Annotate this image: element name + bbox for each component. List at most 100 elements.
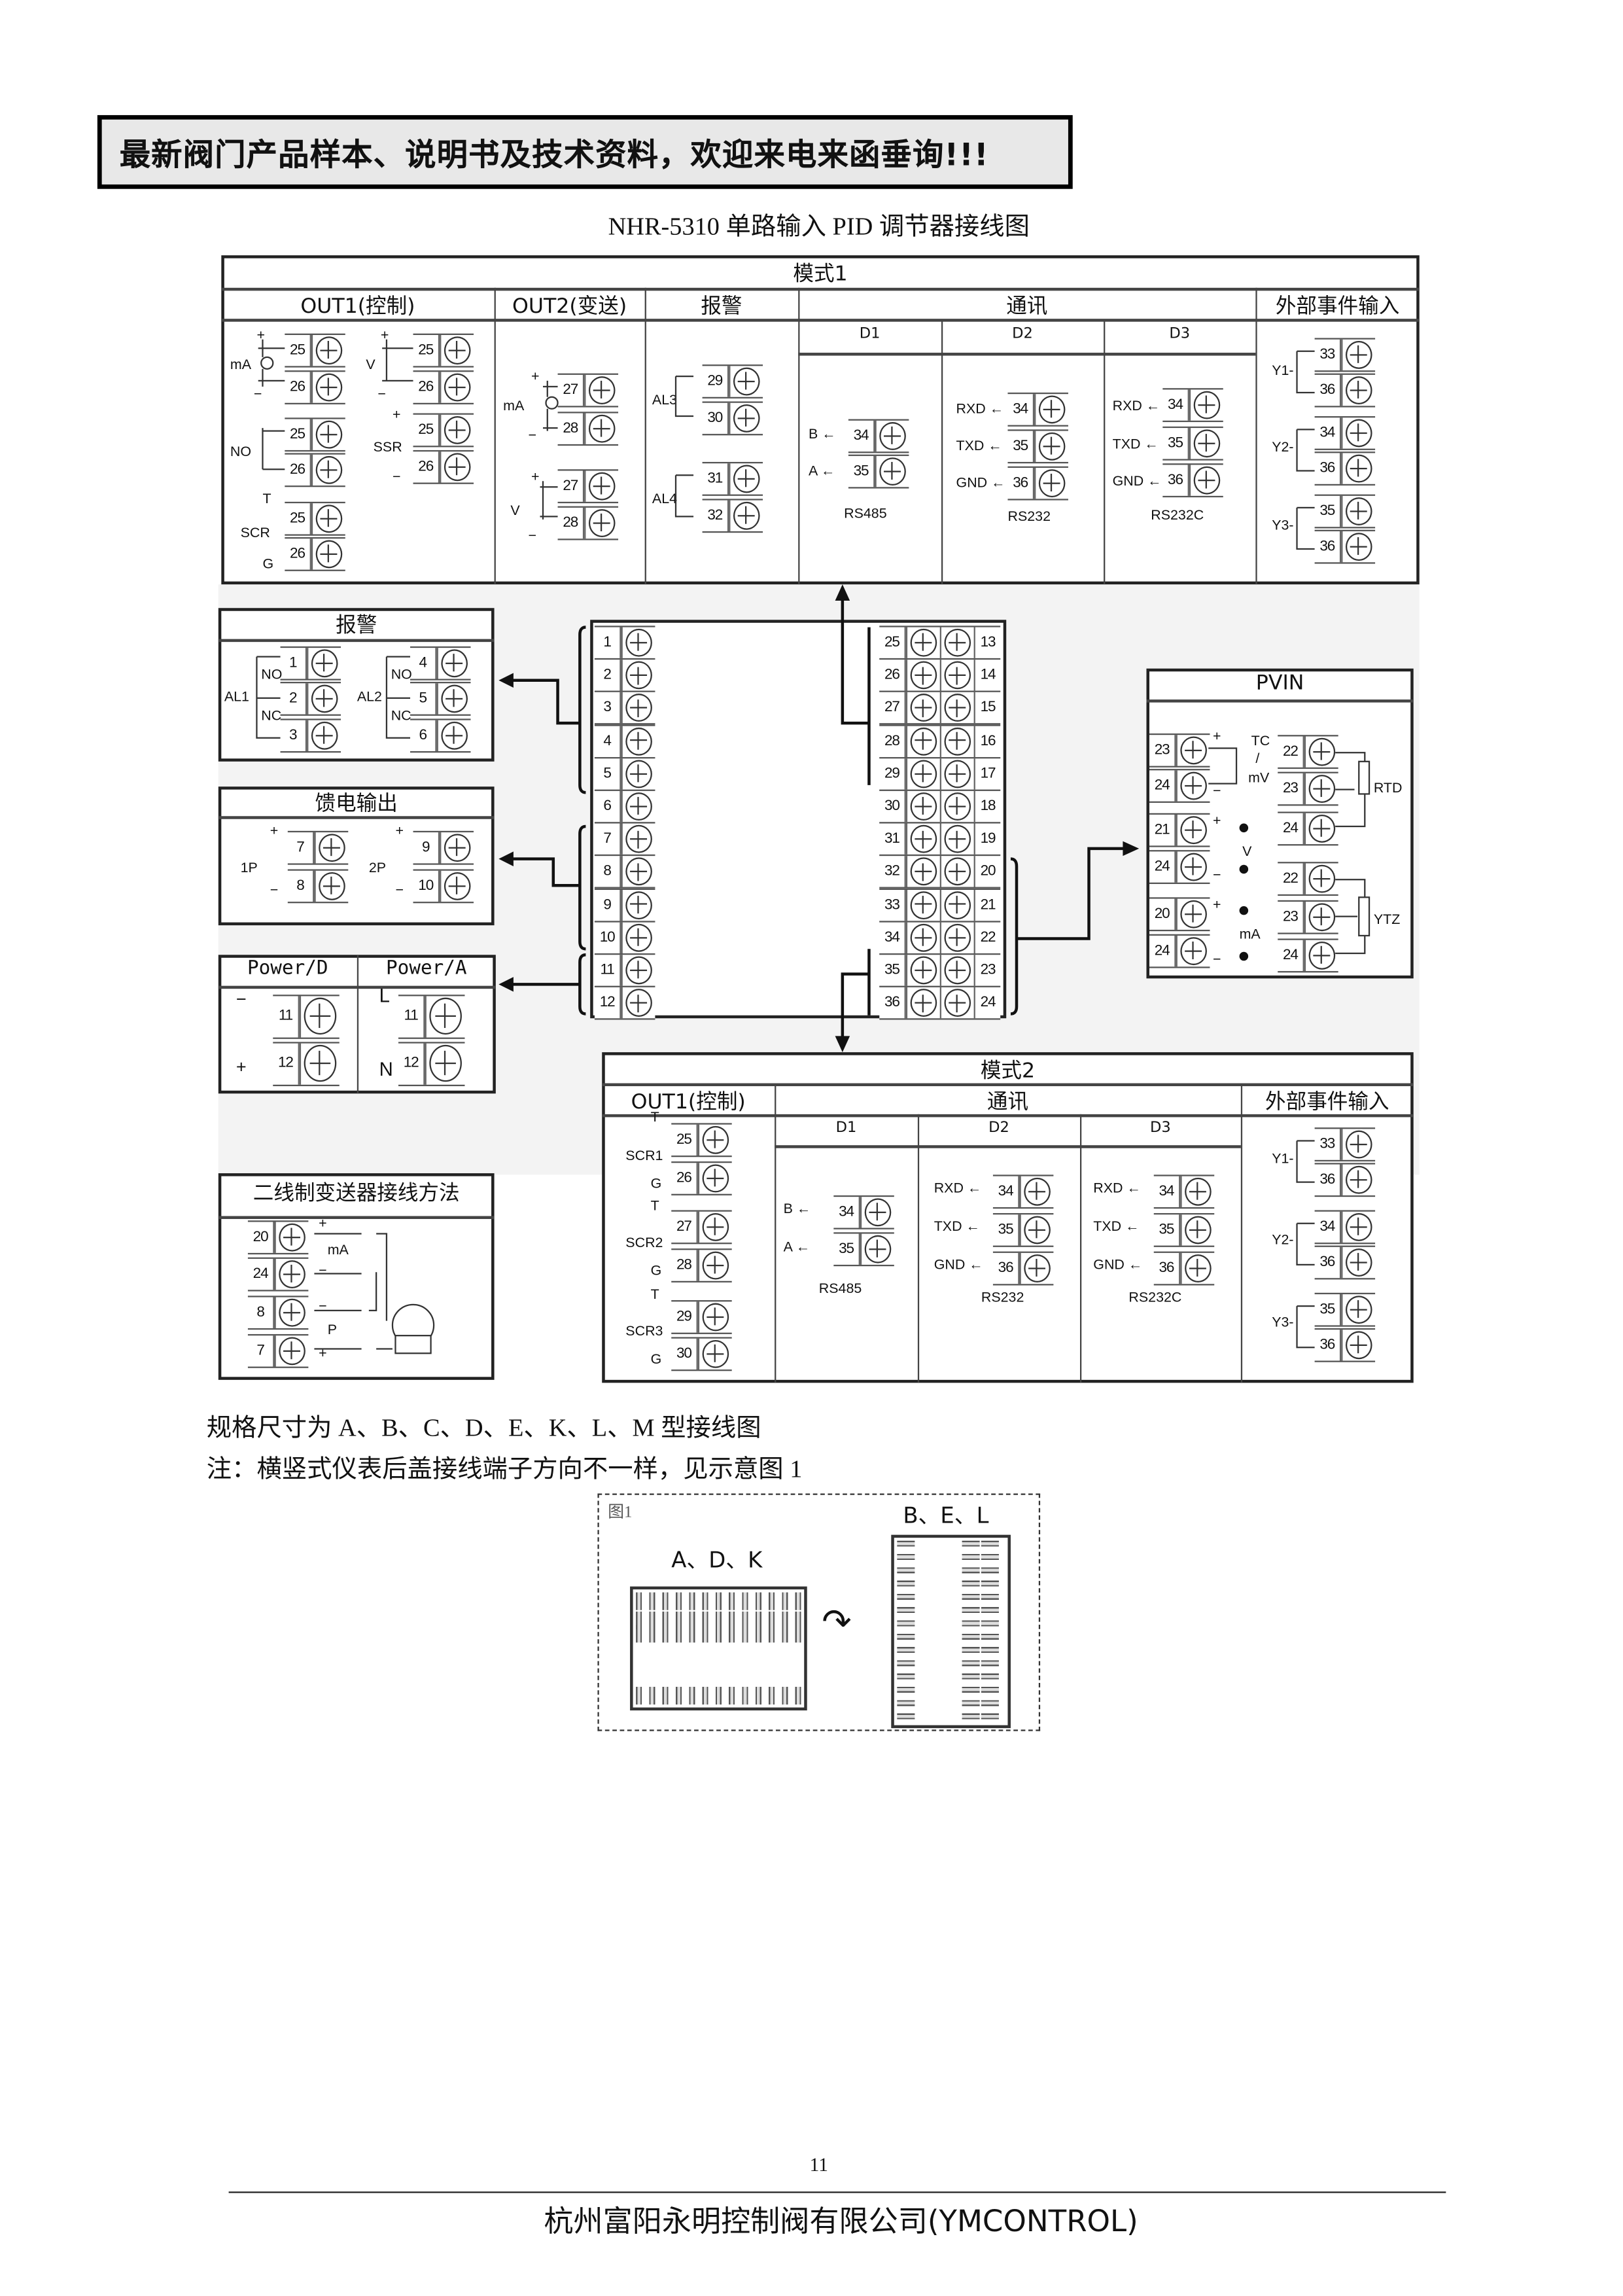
screw-icon — [875, 455, 909, 487]
terminal-number: 25 — [413, 414, 440, 446]
wiring-label: + — [270, 823, 279, 840]
screw-icon — [1304, 902, 1338, 933]
terminal-row — [636, 1592, 801, 1610]
terminal-number: 36 — [1315, 1164, 1342, 1195]
wiring-label: − — [528, 428, 536, 444]
figure1 — [597, 1493, 1041, 1731]
diagram-title: NHR-5310 单路输入 PID 调节器接线图 — [608, 212, 1030, 241]
wiring-label: NC — [261, 708, 282, 725]
wiring-label: N — [379, 1058, 393, 1080]
wiring-label: RS232C — [1128, 1290, 1182, 1307]
screw-icon — [1304, 863, 1338, 894]
terminal-number: 26 — [285, 454, 311, 486]
terminal-number: 10 — [595, 922, 621, 953]
terminal: 36 — [1007, 466, 1068, 501]
banner: 最新阀门产品样本、说明书及技术资料，欢迎来电来函垂询!!! — [97, 115, 1073, 189]
screw-icon — [1189, 465, 1223, 496]
wiring-label: + — [1212, 897, 1221, 914]
terminal: 1 — [280, 646, 341, 680]
terminal: 36 — [1314, 1163, 1376, 1197]
wiring-label: NO — [391, 667, 412, 684]
screw-icon — [729, 500, 763, 531]
terminal-number: 29 — [671, 1301, 698, 1333]
screw-icon — [939, 823, 974, 855]
terminal: 8 — [247, 1296, 309, 1330]
terminal-number: 36 — [1315, 531, 1342, 563]
screw-icon — [440, 870, 474, 902]
banner-text: 最新阀门产品样本、说明书及技术资料，欢迎来电来函垂询!!! — [119, 137, 989, 173]
terminal-number: 8 — [595, 857, 621, 888]
screw-icon — [1189, 428, 1223, 459]
screw-icon — [939, 987, 974, 1019]
screw-icon — [274, 1258, 309, 1290]
divider — [1146, 699, 1414, 703]
divider — [941, 320, 943, 585]
terminal: 25 — [413, 413, 474, 448]
terminal: 1 — [594, 626, 655, 660]
terminal: 26 — [413, 370, 474, 404]
terminal: 25 — [285, 417, 345, 452]
terminal-number: 33 — [879, 889, 906, 921]
terminal: 36 — [1314, 373, 1376, 408]
footer-rule — [228, 2191, 1446, 2193]
terminal: 7 — [594, 822, 655, 857]
screw-icon — [584, 374, 618, 406]
screw-icon — [436, 720, 471, 752]
wiring-label: RS232C — [1151, 507, 1204, 524]
wiring-label: − — [236, 989, 247, 1010]
screw-icon — [1341, 1246, 1375, 1279]
terminal: 24 — [1278, 938, 1338, 973]
screw-icon — [436, 683, 471, 715]
terminal: 23 — [1278, 900, 1338, 934]
terminal-number: 26 — [413, 372, 440, 403]
wiring-label: − — [528, 528, 536, 545]
terminal-number: 34 — [1007, 394, 1035, 425]
terminal: 8 — [594, 855, 655, 889]
screw-icon — [875, 420, 909, 452]
wiring-label: + — [319, 1216, 327, 1233]
terminal-number: 35 — [993, 1214, 1020, 1246]
screw-icon — [939, 922, 974, 953]
screw-icon — [1341, 1129, 1375, 1160]
terminal: 23 — [1278, 771, 1338, 806]
screw-icon — [1019, 1252, 1054, 1284]
terminal-number: 26 — [285, 372, 311, 403]
screw-icon — [939, 692, 974, 724]
terminal-number: 22 — [1278, 863, 1304, 894]
terminal: 35 — [1153, 1212, 1215, 1247]
divider — [218, 985, 496, 989]
wiring-label: TC — [1251, 733, 1270, 750]
terminal: 36 — [1314, 451, 1376, 486]
divider — [357, 955, 359, 1094]
screw-icon — [1341, 453, 1375, 484]
screw-icon — [1341, 374, 1375, 406]
screw-icon — [621, 987, 655, 1019]
terminal-number: 19 — [973, 823, 1001, 855]
terminal-number: 34 — [1154, 1176, 1181, 1207]
wiring-label: SCR2 — [625, 1235, 663, 1252]
terminal: 22 — [1278, 735, 1338, 769]
terminal: 30 — [671, 1337, 732, 1371]
terminal: 2 — [594, 658, 655, 693]
screw-icon — [314, 870, 348, 902]
terminal: 25 — [285, 333, 345, 368]
wiring-label: RXD ← — [934, 1180, 982, 1197]
screw-icon — [311, 334, 345, 366]
terminal: 27 — [671, 1210, 732, 1245]
terminal-number: 1 — [281, 648, 307, 679]
screw-icon — [729, 366, 763, 397]
wiring-label: + — [531, 469, 540, 486]
terminal: 24 — [1149, 934, 1210, 968]
wiring-label: GND ← — [1093, 1257, 1143, 1274]
screw-icon — [621, 857, 655, 888]
wiring-label: TXD ← — [934, 1219, 980, 1235]
wiring-label: G — [650, 1351, 662, 1368]
terminal-number: 26 — [671, 1163, 698, 1194]
terminal-number: 33 — [1315, 1129, 1342, 1160]
screw-icon — [584, 470, 618, 502]
wiring-label: − — [270, 882, 279, 899]
screw-icon — [299, 1043, 340, 1085]
